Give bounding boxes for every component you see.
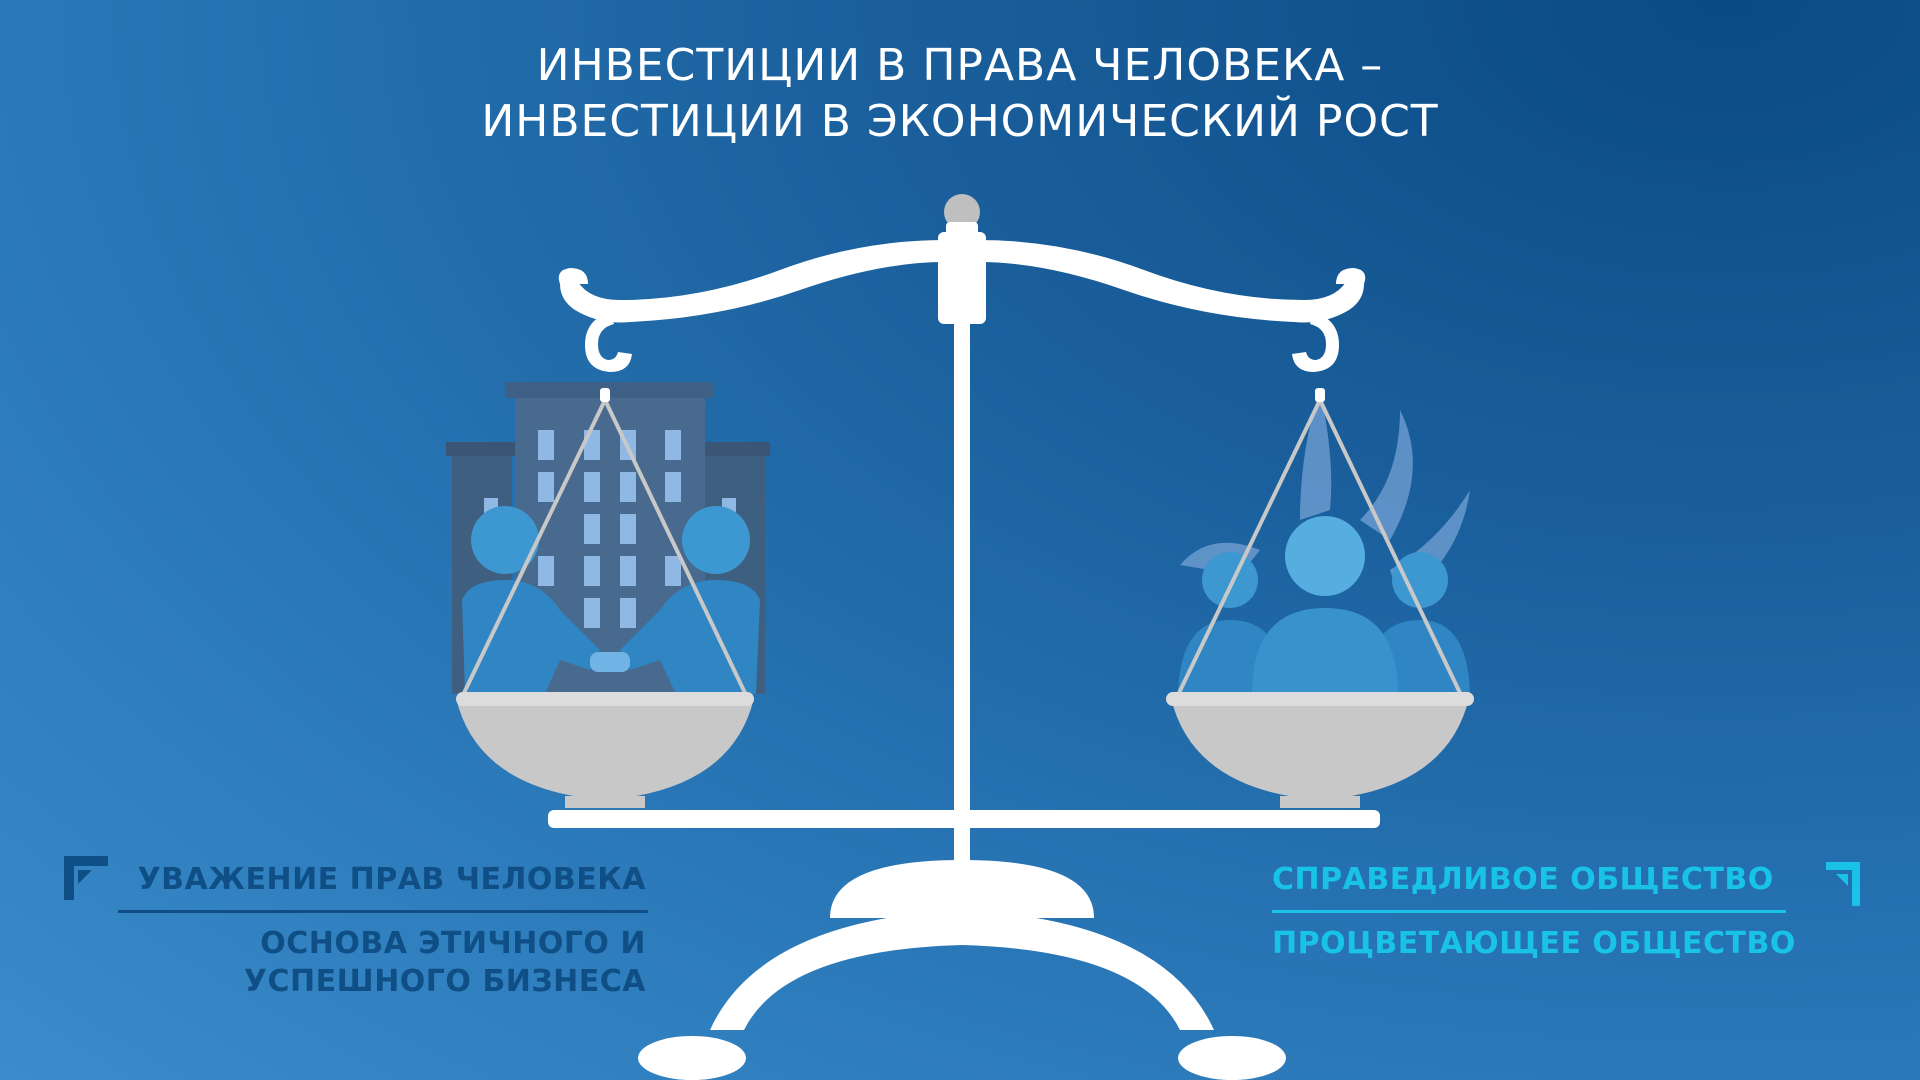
page-title: ИНВЕСТИЦИИ В ПРАВА ЧЕЛОВЕКА – ИНВЕСТИЦИИ…	[0, 38, 1920, 150]
right-divider	[1272, 910, 1786, 913]
left-divider	[118, 910, 648, 913]
title-line-2: ИНВЕСТИЦИИ В ЭКОНОМИЧЕСКИЙ РОСТ	[481, 96, 1439, 147]
right-sub: ПРОЦВЕТАЮЩЕЕ ОБЩЕСТВО	[1272, 926, 1796, 961]
balance-scale-icon	[456, 194, 1474, 1080]
title-line-1: ИНВЕСТИЦИИ В ПРАВА ЧЕЛОВЕКА –	[536, 40, 1384, 91]
right-heading: СПРАВЕДЛИВОЕ ОБЩЕСТВО	[1272, 862, 1774, 897]
people-group-icon	[1178, 390, 1470, 694]
right-pan	[1166, 388, 1474, 808]
corner-bracket-left-icon	[64, 856, 108, 900]
corner-bracket-right-icon	[1826, 862, 1860, 906]
left-heading: УВАЖЕНИЕ ПРАВ ЧЕЛОВЕКА	[137, 862, 646, 897]
left-sub-line-1: ОСНОВА ЭТИЧНОГО И	[260, 926, 646, 961]
left-pan	[456, 388, 754, 808]
business-handshake-buildings-icon	[446, 382, 770, 694]
left-sub-line-2: УСПЕШНОГО БИЗНЕСА	[243, 964, 646, 999]
